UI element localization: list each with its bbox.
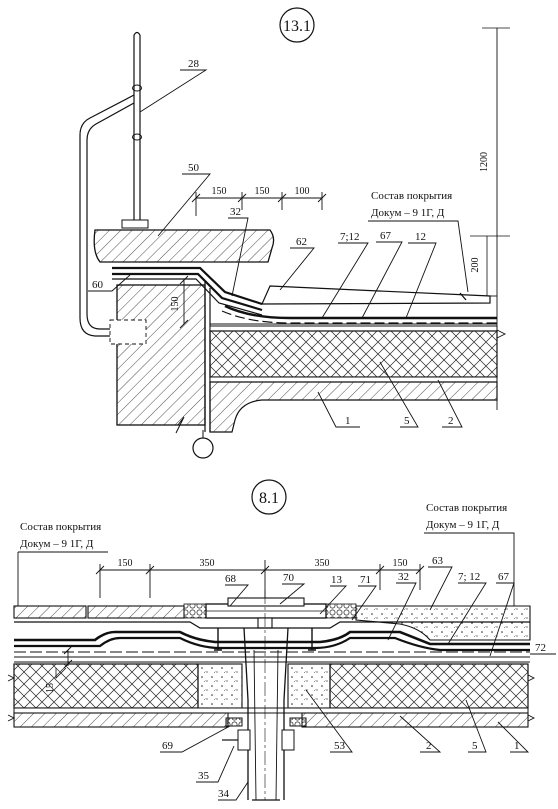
dim-150-side: 150 [170,297,181,312]
dim-100: 100 [295,186,310,197]
leader-35: 35 [198,770,210,782]
coping-stone [93,229,275,263]
leader-63: 63 [432,555,444,567]
insulation-8-1-right [329,663,529,709]
leader-68: 68 [225,573,237,585]
leader-72: 72 [535,642,546,654]
leader-71: 71 [360,574,371,586]
leader-1-top: 1 [345,415,351,427]
detail-8-1-title: 8.1 [259,490,279,507]
dim-chain-bottom [95,560,425,600]
leader-60: 60 [92,279,104,291]
composition-label-top: Состав покрытия [371,190,452,202]
dim-200: 200 [470,258,481,273]
leader-2-bottom: 2 [426,740,432,752]
slab-8-1-right [301,712,529,728]
leader-69: 69 [162,740,174,752]
leader-32-bottom: 32 [398,571,409,583]
anchor-dashed-box [109,319,147,345]
composition-doc-top: Докум – 9 1Г, Д [371,207,445,219]
leader-32-top: 32 [230,206,241,218]
leader-70: 70 [283,572,295,584]
gravel-right [325,603,357,619]
drain-funnel-pipe [214,590,316,801]
guard-rail [79,31,149,337]
composition-doc-right: Докум – 9 1Г, Д [426,519,500,531]
slab-8-1-left [13,712,229,728]
composition-label-left: Состав покрытия [20,521,101,533]
parapet-wall [116,284,206,426]
leader-34: 34 [218,788,230,800]
dim-150-b: 150 [255,186,270,197]
concrete-layer-63 [355,605,531,641]
composition-label-right: Состав покрытия [426,502,507,514]
downpipe-circle [192,437,214,459]
leader-1-bottom: 1 [514,740,520,752]
leader-67-top: 67 [380,230,392,242]
dim-350-right: 350 [315,558,330,569]
slab-13-1 [209,381,498,433]
concrete-insert-left [197,663,243,709]
dim-15: 15 [45,683,56,693]
leader-50: 50 [188,162,200,174]
leader-28: 28 [188,58,200,70]
insulation-8-1-left [13,663,199,709]
membranes-8-1 [14,621,530,663]
leader-2-top: 2 [448,415,454,427]
dim-150-right: 150 [393,558,408,569]
roof-buildup-13-1 [209,285,507,433]
detail-8-1-title-circle [251,479,287,515]
detail-13-1-title-circle [279,7,315,43]
leader-7-12-bottom: 7; 12 [458,571,480,583]
leader-13: 13 [331,574,343,586]
leader-62: 62 [296,236,307,248]
dim-1200: 1200 [479,152,490,172]
paving-slab-left-1 [13,605,87,619]
dim-150-left: 150 [118,558,133,569]
leader-7-12-top: 7;12 [340,231,360,243]
insulation-13-1 [209,330,498,378]
composition-doc-left: Докум – 9 1Г, Д [20,538,94,550]
leader-67-bottom: 67 [498,571,510,583]
leader-12: 12 [415,231,426,243]
leader-5-bottom: 5 [472,740,478,752]
gravel-left [183,603,207,619]
paving-slab-left-2 [87,605,185,619]
detail-13-1-title: 13.1 [283,18,311,35]
dim-150-a: 150 [212,186,227,197]
concrete-insert-right [287,663,331,709]
dim-350-left: 350 [200,558,215,569]
detail-8-1: 8.1 Состав покрытия Докум – 9 1Г, Д Сост… [7,479,556,801]
wall-cap-membranes [112,266,263,432]
leader-5-top: 5 [404,415,410,427]
detail-13-1: 13.1 1200 200 [79,7,510,459]
dim-chain-top [191,192,327,216]
leader-53: 53 [334,740,346,752]
